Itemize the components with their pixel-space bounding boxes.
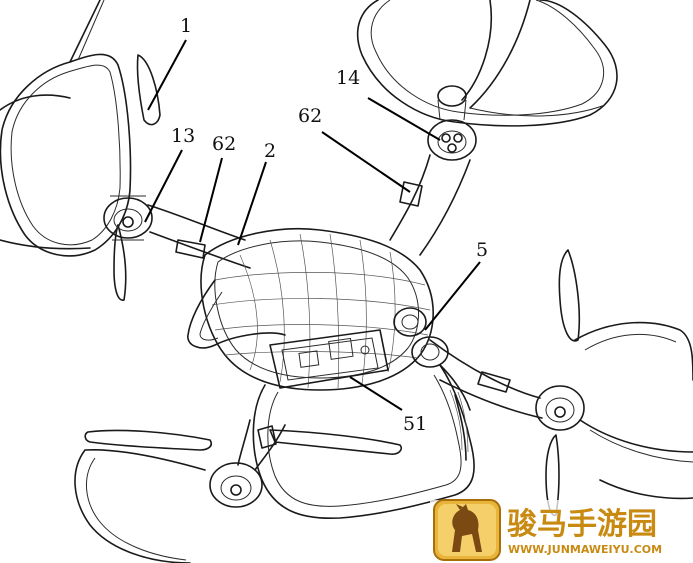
propeller-guard-bottom-right (545, 249, 693, 516)
callout-13: 13 (171, 125, 195, 147)
motor-bottom-left (209, 462, 263, 508)
led-clips (175, 181, 511, 449)
propeller-guard-top-left (0, 0, 132, 257)
propeller-blade-top-left (113, 54, 161, 301)
watermark-brand: 骏马手游园 (507, 507, 657, 542)
motor-bottom-right (535, 385, 585, 431)
callout-62-right: 62 (298, 105, 322, 127)
callout-51: 51 (403, 413, 427, 435)
lower-frame (252, 364, 475, 520)
landing-arch-left (187, 279, 286, 349)
callout-2: 2 (264, 140, 276, 162)
propeller-guard-bottom-left (74, 429, 403, 563)
callout-14: 14 (336, 67, 360, 89)
callout-5: 5 (476, 239, 488, 261)
horse-icon (433, 499, 501, 561)
drone-body-shell (200, 227, 434, 391)
watermark-url: WWW.JUNMAWEIYU.COM (508, 543, 662, 556)
watermark: 骏马手游园 WWW.JUNMAWEIYU.COM (430, 499, 693, 563)
callout-62-left: 62 (212, 133, 236, 155)
callout-labels: 1 13 62 2 14 62 5 51 (171, 15, 488, 435)
component-box (269, 329, 389, 389)
leader-lines (144, 39, 481, 411)
motor-top-left (103, 195, 153, 241)
motor-top-right (427, 85, 477, 161)
callout-1: 1 (180, 15, 192, 37)
propeller-guard-top-right (356, 0, 618, 127)
camera-module (393, 307, 449, 368)
arms (147, 154, 543, 471)
